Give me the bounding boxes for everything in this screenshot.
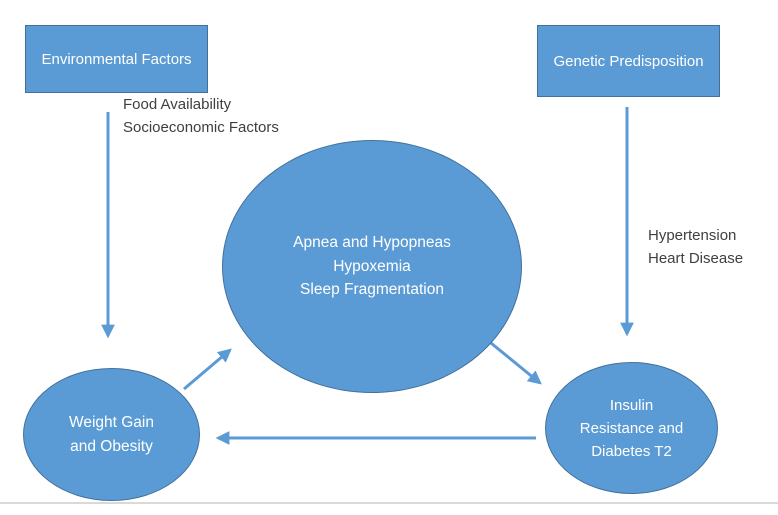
annotation-food-availability: Food Availability [123,96,232,113]
node-central-apnea-circle: Apnea and Hypopneas Hypoxemia Sleep Frag… [222,140,522,393]
annotation-genetic-arrow: Hypertension Heart Disease [648,224,743,270]
annotation-heart-disease: Heart Disease [648,250,744,267]
arrow-weight-gain-to-center [183,348,232,391]
annotation-hypertension: Hypertension [648,227,737,244]
insulin-line-3: Diabetes T2 [591,442,672,460]
weight-gain-line-2: and Obesity [70,437,153,455]
node-environmental-factors: Environmental Factors [25,25,208,93]
node-environmental-factors-label: Environmental Factors [41,50,192,68]
node-genetic-predisposition-label: Genetic Predisposition [553,52,704,70]
central-circle-line-1: Apnea and Hypopneas [293,234,451,252]
node-insulin-resistance-diabetes: Insulin Resistance and Diabetes T2 [545,362,718,494]
arrow-center-to-insulin [485,337,542,385]
bottom-divider-line [0,502,778,504]
central-circle-line-3: Sleep Fragmentation [300,281,444,299]
insulin-line-1: Insulin [609,396,654,414]
node-weight-gain-obesity: Weight Gain and Obesity [23,368,200,501]
central-circle-line-2: Hypoxemia [333,257,411,275]
annotation-socioeconomic-factors: Socioeconomic Factors [123,119,279,136]
annotation-environmental-arrow: Food Availability Socioeconomic Factors [123,93,279,139]
weight-gain-line-1: Weight Gain [68,413,154,431]
node-genetic-predisposition: Genetic Predisposition [537,25,720,97]
insulin-line-2: Resistance and [579,419,684,437]
